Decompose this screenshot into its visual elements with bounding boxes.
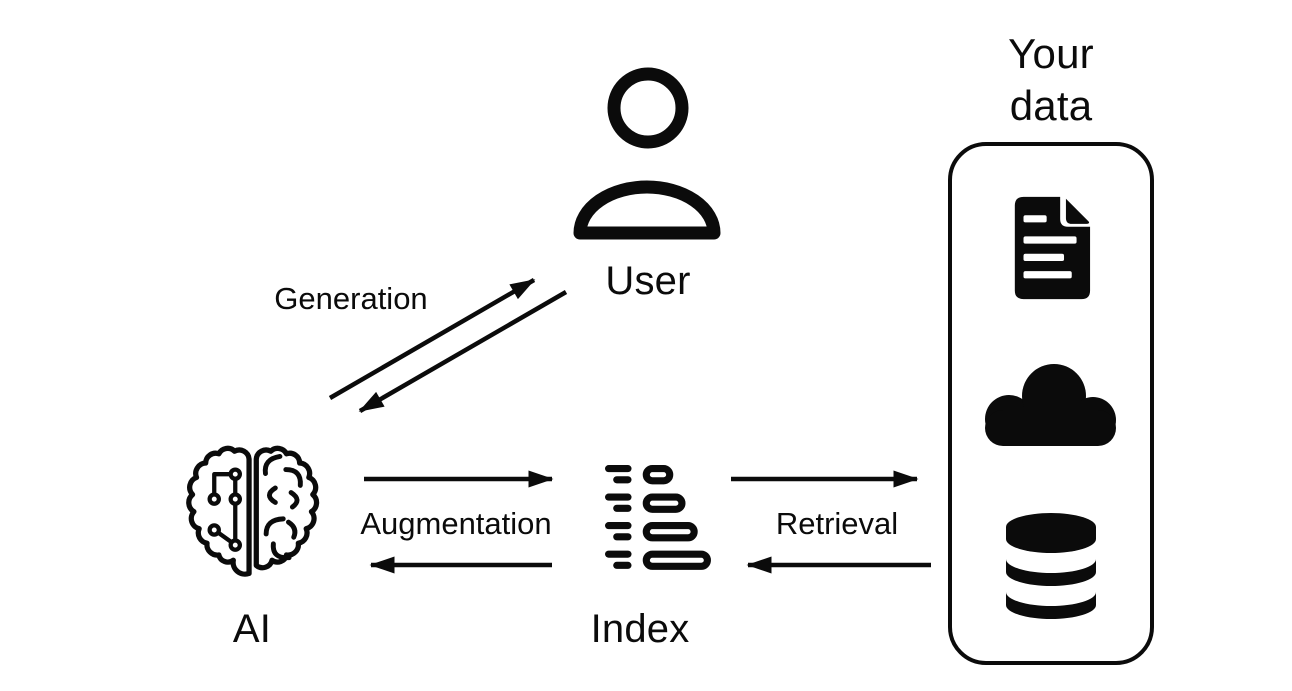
- user-icon: [573, 67, 721, 240]
- document-icon: [1014, 196, 1091, 300]
- ranked-list-icon: [605, 465, 711, 570]
- user-label: User: [605, 259, 691, 303]
- your-data-label-line1: Your: [1008, 30, 1094, 77]
- ai-label: AI: [232, 607, 272, 651]
- database-icon: [1006, 513, 1096, 619]
- generation-label: Generation: [274, 281, 428, 316]
- your-data-label: Your data: [948, 28, 1154, 132]
- your-data-label-line2: data: [1009, 82, 1093, 129]
- index-label: Index: [590, 607, 690, 651]
- augmentation-label: Augmentation: [360, 506, 552, 541]
- retrieval-label: Retrieval: [775, 506, 899, 541]
- your-data-box: [948, 142, 1154, 665]
- brain-circuit-icon: [186, 445, 320, 577]
- cloud-icon: [984, 363, 1116, 446]
